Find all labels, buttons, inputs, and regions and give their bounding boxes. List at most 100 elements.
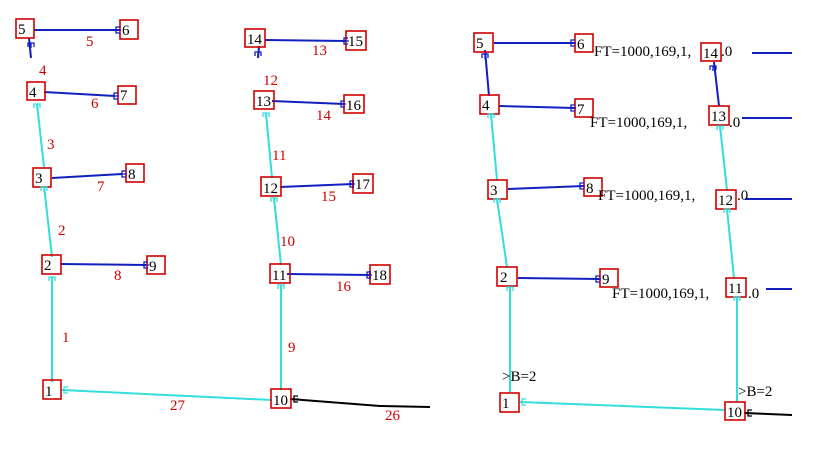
ft-annotation-suffix-level-4: .0 (721, 44, 732, 60)
right-node-label-9: 9 (602, 272, 610, 288)
right-node-box-5 (473, 32, 494, 53)
column-element-11 (265, 112, 273, 179)
beam-element-7 (51, 173, 123, 179)
left-node-label-9: 9 (149, 259, 157, 275)
release-marker (48, 276, 56, 282)
beam-element-6 (43, 91, 116, 97)
right-node-label-10: 10 (727, 405, 742, 421)
beam-element-13 (264, 39, 347, 42)
left-node-label-17: 17 (355, 177, 371, 193)
right-node-label-4: 4 (482, 98, 490, 114)
release-marker (487, 113, 495, 119)
beam-element-4 (28, 37, 32, 59)
node-box-4 (26, 81, 46, 101)
release-marker (343, 37, 349, 45)
release-marker (40, 186, 48, 192)
left-node-labels: 1 2 3 4 5 6 7 8 9 10 11 12 13 14 15 16 1… (18, 22, 387, 409)
column-element-10 (273, 197, 282, 266)
left-node-label-7: 7 (120, 88, 128, 104)
release-marker (277, 284, 285, 290)
release-marker (709, 65, 717, 71)
node-box-14 (244, 28, 266, 48)
right-node-label-13: 13 (711, 109, 726, 125)
right-node-label-2: 2 (500, 270, 508, 286)
hinge-markers (27, 26, 753, 417)
right-node-boxes (473, 32, 747, 421)
release-marker (521, 398, 527, 406)
node-box-13 (253, 90, 275, 110)
release-marker (595, 275, 601, 283)
column-element-2 (43, 185, 53, 258)
left-columns (36, 103, 282, 401)
ground-beam-element-27 (61, 389, 273, 401)
ft-annotation-level-3: FT=1000,169,1, (590, 115, 687, 131)
left-beams (28, 29, 371, 279)
release-marker (113, 92, 119, 100)
right-column-12-13 (719, 125, 728, 191)
element-label-15: 15 (321, 189, 336, 205)
ft-annotation-level-2: FT=1000,169,1, (598, 188, 695, 204)
left-node-label-13: 13 (256, 94, 271, 110)
left-node-label-12: 12 (263, 181, 278, 197)
release-marker (262, 112, 270, 118)
right-node-labels: 1 2 3 4 5 6 7 8 9 10 11 12 13 14 (476, 36, 742, 421)
element-label-14: 14 (316, 108, 332, 124)
right-column-2-3 (496, 198, 508, 268)
release-marker (270, 197, 278, 203)
release-marker (340, 100, 346, 108)
release-marker (115, 26, 121, 34)
element-label-11: 11 (272, 148, 286, 164)
ft-annotation-suffix-level-1: .0 (748, 286, 759, 302)
right-node-label-3: 3 (490, 183, 498, 199)
left-node-label-2: 2 (44, 258, 52, 274)
element-label-7: 7 (97, 179, 105, 195)
left-node-label-4: 4 (29, 85, 37, 101)
right-ground-beam-1-10 (519, 401, 726, 411)
node-box-7 (117, 85, 137, 105)
column-element-3 (36, 103, 45, 168)
element-label-12: 12 (263, 73, 278, 89)
element-label-2: 2 (58, 223, 66, 239)
right-column-4-5 (484, 49, 490, 97)
left-ground-line (289, 398, 431, 408)
node-box-10 (270, 388, 292, 409)
release-marker (143, 261, 149, 269)
left-node-label-15: 15 (348, 34, 363, 50)
right-node-label-6: 6 (577, 37, 585, 53)
element-label-26: 26 (385, 408, 401, 424)
release-marker (293, 395, 299, 403)
element-label-8: 8 (114, 268, 122, 284)
beam-element-14 (271, 100, 345, 105)
node-box-12 (260, 176, 282, 197)
right-annotations: FT=1000,169,1, .0 FT=1000,169,1, .0 FT=1… (502, 44, 772, 400)
release-marker (723, 208, 731, 214)
ground-element-26 (289, 398, 381, 407)
left-node-label-1: 1 (45, 384, 53, 400)
release-marker (579, 182, 585, 190)
node-box-1 (42, 379, 62, 400)
element-label-5: 5 (86, 34, 94, 50)
release-marker (733, 296, 741, 302)
ft-annotation-suffix-level-2: .0 (737, 188, 748, 204)
beam-element-15 (279, 183, 354, 188)
ground-element-26-tail (379, 405, 431, 408)
release-marker (570, 39, 576, 47)
release-marker (27, 42, 35, 48)
right-columns (490, 113, 738, 411)
right-node-label-11: 11 (728, 281, 742, 297)
right-node-box-8 (583, 177, 603, 197)
beam-element-8 (59, 263, 147, 266)
ft-annotation-level-1: FT=1000,169,1, (612, 286, 709, 302)
right-node-box-14 (700, 42, 722, 62)
release-marker (254, 51, 262, 57)
right-node-box-2 (496, 266, 518, 287)
release-marker (716, 125, 724, 131)
release-marker (121, 170, 127, 178)
release-marker (481, 53, 489, 59)
left-model: 1 2 3 4 5 6 7 8 9 10 11 12 13 14 15 16 1… (15, 18, 431, 424)
release-marker (493, 198, 501, 204)
node-box-11 (269, 263, 291, 284)
ft-annotation-level-4: FT=1000,169,1, (594, 44, 691, 60)
release-marker (349, 180, 355, 188)
